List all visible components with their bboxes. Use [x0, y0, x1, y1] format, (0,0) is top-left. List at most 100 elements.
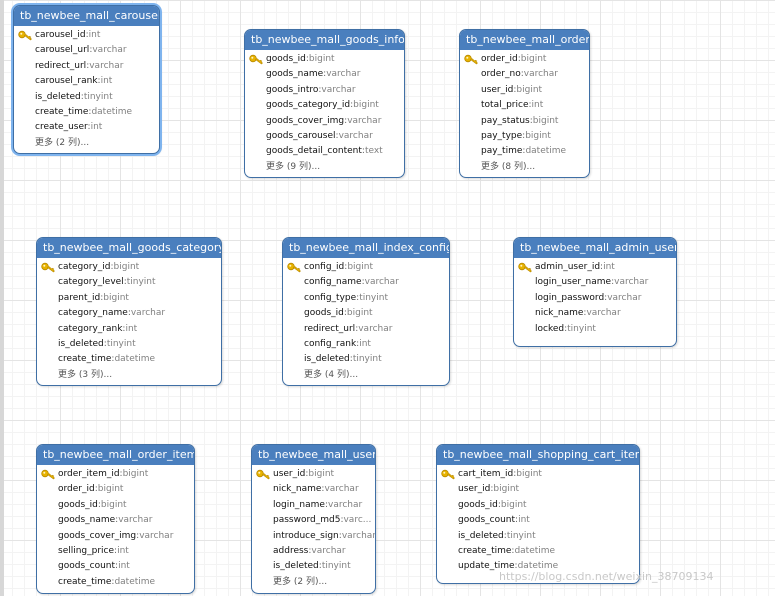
field-row[interactable]: category_level:tinyint	[37, 275, 221, 290]
more-columns-link[interactable]: 更多 (2 列)...	[35, 137, 90, 148]
field-row[interactable]: create_time:datetime	[437, 544, 639, 559]
table-title[interactable]: tb_newbee_mall_index_config	[283, 238, 449, 258]
field-name: goods_name	[266, 69, 324, 80]
field-row[interactable]: pay_status:bigint	[460, 114, 589, 129]
table-title[interactable]: tb_newbee_mall_order	[460, 30, 589, 50]
primary-key-field-row[interactable]: order_id:bigint	[460, 52, 589, 67]
table-tb-newbee-mall-index-config[interactable]: tb_newbee_mall_index_config config_id:bi…	[282, 237, 450, 386]
more-columns-link[interactable]: 更多 (2 列)...	[273, 576, 328, 587]
field-name: create_time	[58, 354, 112, 365]
field-row[interactable]: goods_count:int	[37, 559, 194, 574]
field-row[interactable]: login_user_name:varchar	[514, 275, 676, 290]
table-tb-newbee-mall-admin-user[interactable]: tb_newbee_mall_admin_user admin_user_id:…	[513, 237, 677, 347]
field-row[interactable]: is_deleted:tinyint	[14, 90, 159, 105]
field-row[interactable]: goods_id:bigint	[37, 498, 194, 513]
field-row[interactable]: config_name:varchar	[283, 275, 449, 290]
field-row[interactable]: goods_category_id:bigint	[245, 98, 404, 113]
field-row[interactable]: order_id:bigint	[37, 482, 194, 497]
field-separator: :	[338, 530, 342, 541]
field-row[interactable]: goods_cover_img:varchar	[37, 529, 194, 544]
primary-key-field-row[interactable]: config_id:bigint	[283, 260, 449, 275]
primary-key-field-row[interactable]: admin_user_id:int	[514, 260, 676, 275]
field-row[interactable]: redirect_url:varchar	[283, 322, 449, 337]
field-row[interactable]: create_time:datetime	[14, 105, 159, 120]
primary-key-field-row[interactable]: goods_id:bigint	[245, 52, 404, 67]
primary-key-field-row[interactable]: category_id:bigint	[37, 260, 221, 275]
field-row[interactable]: redirect_url:varchar	[14, 59, 159, 74]
field-type: int	[531, 100, 544, 111]
field-row[interactable]: pay_type:bigint	[460, 129, 589, 144]
field-row[interactable]: goods_carousel:varchar	[245, 129, 404, 144]
table-title[interactable]: tb_newbee_mall_admin_user	[514, 238, 676, 258]
field-name: carousel_id	[35, 30, 86, 40]
field-row[interactable]: goods_name:varchar	[245, 67, 404, 82]
field-row[interactable]: create_time:datetime	[37, 352, 221, 367]
field-name: goods_count	[458, 515, 516, 526]
field-row[interactable]: introduce_sign:varchar	[252, 529, 375, 544]
more-columns-link[interactable]: 更多 (9 列)...	[266, 161, 321, 172]
table-tb-newbee-mall-goods-category[interactable]: tb_newbee_mall_goods_category category_i…	[36, 237, 222, 386]
field-row[interactable]: nick_name:varchar	[514, 306, 676, 321]
field-row[interactable]: is_deleted:tinyint	[37, 337, 221, 352]
primary-key-field-row[interactable]: order_item_id:bigint	[37, 467, 194, 482]
field-row[interactable]: goods_cover_img:varchar	[245, 114, 404, 129]
primary-key-icon	[41, 469, 55, 480]
table-title[interactable]: tb_newbee_mall_carousel	[14, 6, 159, 26]
field-row[interactable]: update_time:datetime	[437, 559, 639, 574]
field-row[interactable]: password_md5:varc...	[252, 513, 375, 528]
field-separator: :	[97, 76, 101, 87]
field-row[interactable]: total_price:int	[460, 98, 589, 113]
table-title[interactable]: tb_newbee_mall_order_item	[37, 445, 194, 465]
more-columns-link[interactable]: 更多 (4 列)...	[304, 369, 359, 380]
field-row[interactable]: category_name:varchar	[37, 306, 221, 321]
table-tb-newbee-mall-order-item[interactable]: tb_newbee_mall_order_item order_item_id:…	[36, 444, 195, 594]
more-columns-link[interactable]: 更多 (8 列)...	[481, 161, 536, 172]
field-row[interactable]: is_deleted:tinyint	[252, 559, 375, 574]
field-row[interactable]: nick_name:varchar	[252, 482, 375, 497]
field-row[interactable]: locked:tinyint	[514, 322, 676, 337]
primary-key-field-row[interactable]: user_id:bigint	[252, 467, 375, 482]
table-title[interactable]: tb_newbee_mall_goods_info	[245, 30, 404, 50]
field-name: goods_detail_content	[266, 146, 362, 157]
field-row[interactable]: category_rank:int	[37, 322, 221, 337]
field-row[interactable]: parent_id:bigint	[37, 291, 221, 306]
field-type: bigint	[516, 469, 542, 479]
field-row[interactable]: carousel_url:varchar	[14, 43, 159, 58]
field-row[interactable]: pay_time:datetime	[460, 144, 589, 159]
table-title[interactable]: tb_newbee_mall_goods_category	[37, 238, 221, 258]
field-row[interactable]: order_no:varchar	[460, 67, 589, 82]
field-row[interactable]: login_password:varchar	[514, 291, 676, 306]
field-row[interactable]: goods_detail_content:text	[245, 144, 404, 159]
field-row[interactable]: user_id:bigint	[460, 83, 589, 98]
field-row[interactable]: config_rank:int	[283, 337, 449, 352]
more-columns-link[interactable]: 更多 (3 列)...	[58, 369, 113, 380]
primary-key-field-row[interactable]: carousel_id:int	[14, 28, 159, 43]
field-row[interactable]: goods_id:bigint	[437, 498, 639, 513]
field-row[interactable]: goods_name:varchar	[37, 513, 194, 528]
field-row[interactable]: is_deleted:tinyint	[283, 352, 449, 367]
field-type: int	[88, 30, 101, 40]
field-row[interactable]: is_deleted:tinyint	[437, 529, 639, 544]
field-row[interactable]: user_id:bigint	[437, 482, 639, 497]
field-row[interactable]: config_type:tinyint	[283, 291, 449, 306]
field-separator: :	[324, 499, 328, 510]
field-row[interactable]: selling_price:int	[37, 544, 194, 559]
table-title[interactable]: tb_newbee_mall_user	[252, 445, 375, 465]
field-row[interactable]: address:varchar	[252, 544, 375, 559]
field-row[interactable]: carousel_rank:int	[14, 74, 159, 89]
field-separator: :	[520, 69, 524, 80]
primary-key-field-row[interactable]: cart_item_id:bigint	[437, 467, 639, 482]
field-row[interactable]: login_name:varchar	[252, 498, 375, 513]
table-tb-newbee-mall-shopping-cart-item[interactable]: tb_newbee_mall_shopping_cart_item cart_i…	[436, 444, 640, 584]
field-row[interactable]: goods_id:bigint	[283, 306, 449, 321]
field-row[interactable]: create_time:datetime	[37, 575, 194, 590]
table-title[interactable]: tb_newbee_mall_shopping_cart_item	[437, 445, 639, 465]
field-row[interactable]: create_user:int	[14, 120, 159, 135]
field-type: bigint	[525, 130, 551, 141]
table-tb-newbee-mall-goods-info[interactable]: tb_newbee_mall_goods_info goods_id:bigin…	[244, 29, 405, 178]
field-row[interactable]: goods_intro:varchar	[245, 83, 404, 98]
field-row[interactable]: goods_count:int	[437, 513, 639, 528]
